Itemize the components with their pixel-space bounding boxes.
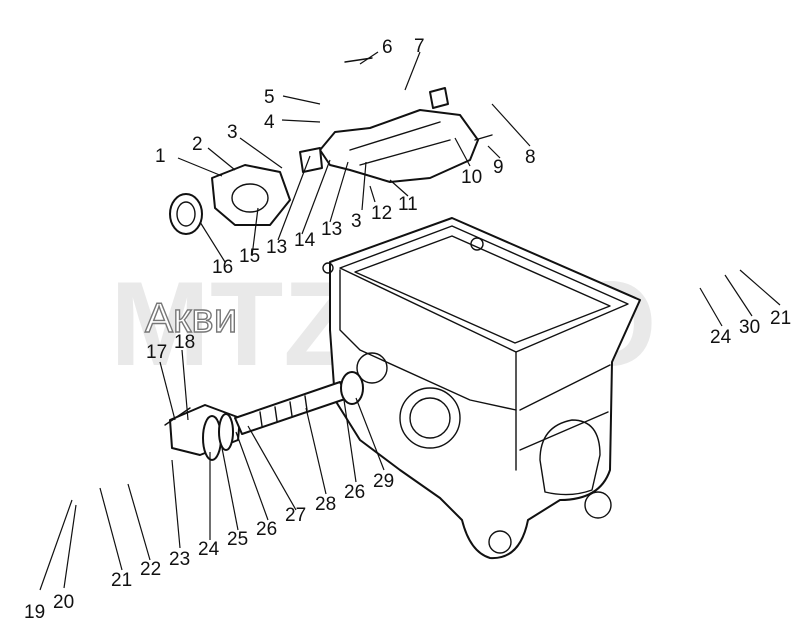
callout-5: 5 [264,87,275,108]
callout-25: 25 [227,529,248,550]
callout-4: 4 [264,112,275,133]
callout-22: 22 [140,559,161,580]
callout-16: 16 [212,257,233,278]
callout-19: 19 [24,602,45,623]
callout-21: 21 [111,570,132,591]
callout-10: 10 [461,167,482,188]
callout-3: 3 [227,122,238,143]
front-cover-assembly [169,164,291,235]
callout-20: 20 [53,592,74,613]
callout-2: 2 [192,134,203,155]
callout-24-second: 24 [710,327,732,348]
watermark-stamp: Акви [145,294,237,341]
callout-3-second: 3 [351,211,362,232]
callout-13-second: 13 [266,237,287,258]
callout-8: 8 [525,147,536,168]
callout-6: 6 [382,37,393,58]
callout-9: 9 [493,157,504,178]
callout-14: 14 [294,230,316,251]
callout-15: 15 [239,246,260,267]
callout-labels: 1 2 3 4 5 6 7 8 9 10 11 12 3 13 14 13 15… [24,36,791,623]
callout-21-second: 21 [770,308,791,329]
callout-17: 17 [146,342,167,363]
callout-30: 30 [739,317,760,338]
leader-lines [39,51,781,591]
callout-1: 1 [155,146,166,167]
shift-cover-assembly [299,57,493,183]
callout-11: 11 [398,194,418,215]
callout-27: 27 [285,505,306,526]
callout-24: 24 [198,539,220,560]
callout-13: 13 [321,219,342,240]
callout-28: 28 [315,494,336,515]
callout-18: 18 [174,332,195,353]
callout-7: 7 [414,36,425,57]
callout-26-second: 26 [344,482,365,503]
callout-12: 12 [371,203,392,224]
callout-26: 26 [256,519,277,540]
callout-29: 29 [373,471,394,492]
callout-23: 23 [169,549,190,570]
gearbox-housing [322,217,641,560]
